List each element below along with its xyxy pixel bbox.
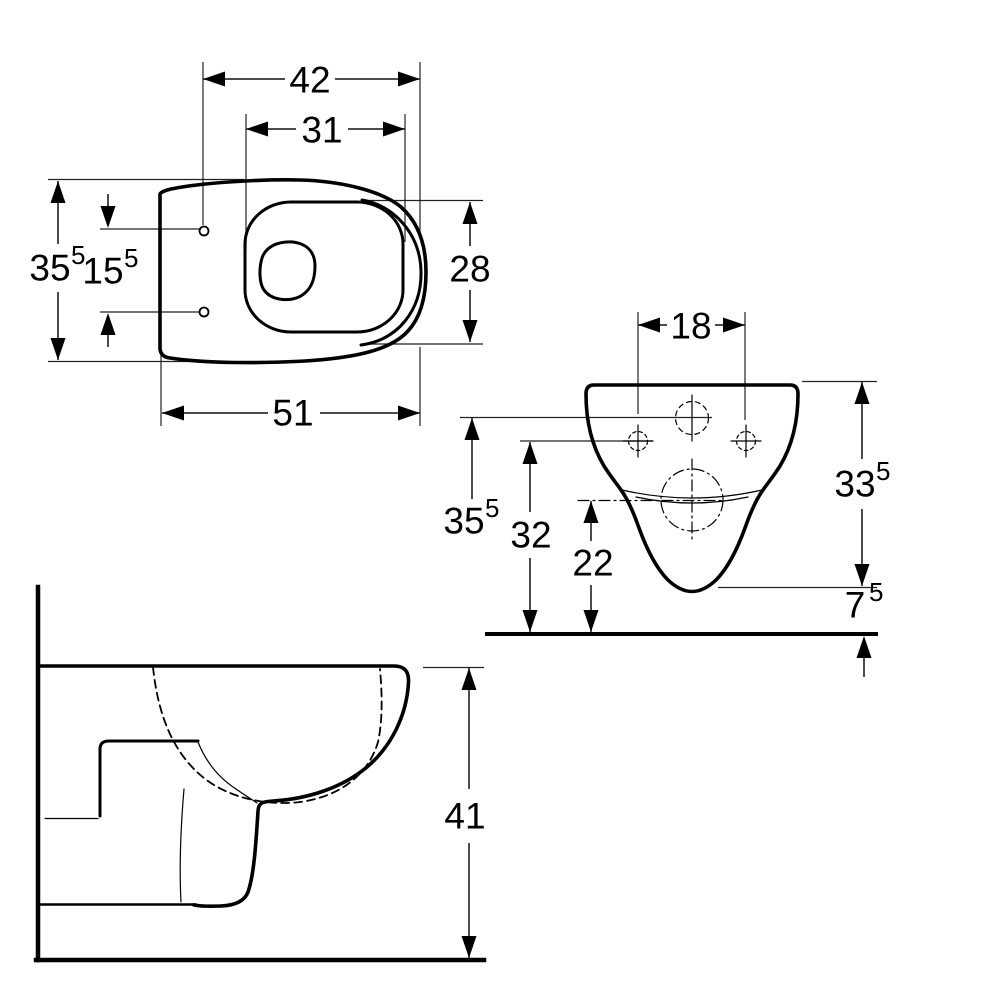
dim-label: 31 bbox=[301, 110, 342, 151]
arrow-up bbox=[856, 636, 872, 658]
dim-label-sup: 5 bbox=[124, 243, 138, 273]
dim-label: 33 bbox=[834, 464, 875, 505]
arrow-up bbox=[462, 202, 478, 224]
arrow-up bbox=[100, 313, 116, 335]
dim-label: 51 bbox=[272, 393, 313, 434]
fixing-hole-right bbox=[730, 424, 762, 458]
toilet-rear-outline bbox=[584, 383, 800, 594]
arrow-down bbox=[854, 564, 870, 586]
dim-label: 41 bbox=[444, 796, 485, 837]
arrow-up bbox=[583, 501, 599, 523]
arrow-left bbox=[246, 121, 268, 137]
arrow-right bbox=[398, 71, 420, 87]
rim-edge-line bbox=[621, 489, 763, 499]
arrow-right bbox=[398, 405, 420, 421]
arrow-left bbox=[203, 71, 225, 87]
dim-label-sup: 5 bbox=[869, 577, 883, 607]
dim-label: 35 bbox=[443, 501, 484, 542]
dim-flush-inlet-height: 35 5 bbox=[443, 418, 499, 542]
dim-bowl-width: 31 bbox=[246, 110, 405, 151]
dim-bowl-length: 28 bbox=[449, 202, 491, 342]
arrow-down bbox=[50, 338, 66, 360]
flush-inlet-hole bbox=[674, 394, 710, 442]
arrow-down bbox=[462, 320, 478, 342]
arrow-down bbox=[461, 936, 477, 958]
arrow-up bbox=[50, 181, 66, 203]
dim-hole-spacing: 15 5 bbox=[82, 194, 138, 347]
dim-label: 32 bbox=[510, 515, 551, 556]
top-view: 42 31 35 5 15 5 bbox=[29, 60, 490, 434]
dim-depth-total: 35 5 bbox=[29, 181, 85, 360]
dim-label: 28 bbox=[449, 249, 490, 290]
dim-overall-depth: 51 bbox=[162, 393, 420, 434]
dim-body-height: 33 5 bbox=[834, 382, 890, 586]
drain-hole bbox=[258, 240, 317, 302]
bowl-opening bbox=[243, 200, 405, 334]
arrow-left bbox=[162, 405, 184, 421]
arrow-right bbox=[383, 121, 405, 137]
arrow-left bbox=[638, 317, 660, 333]
seat-hole-lower bbox=[198, 306, 210, 318]
dim-label: 15 bbox=[82, 251, 123, 292]
dim-label-sup: 5 bbox=[876, 456, 890, 486]
trap-line bbox=[179, 788, 185, 903]
toilet-body-outline bbox=[158, 178, 428, 365]
dim-bottom-clearance: 7 5 bbox=[845, 577, 883, 677]
arrow-right bbox=[723, 317, 745, 333]
arrow-down bbox=[100, 206, 116, 228]
dim-overall-width: 42 bbox=[203, 60, 420, 101]
seat-hole-upper bbox=[198, 225, 210, 237]
fixing-hole-left bbox=[622, 424, 654, 458]
arrow-up bbox=[461, 668, 477, 690]
flush-channel bbox=[98, 739, 200, 818]
dim-label-sup: 5 bbox=[71, 240, 85, 270]
dim-label: 42 bbox=[289, 60, 330, 101]
bowl-hidden-contour bbox=[152, 666, 383, 804]
arrow-down bbox=[522, 610, 538, 632]
side-view: 41 bbox=[33, 584, 487, 963]
dim-label-sup: 5 bbox=[485, 493, 499, 523]
dim-label: 18 bbox=[670, 306, 711, 347]
dim-height-floor-to-rim: 41 bbox=[423, 666, 486, 958]
dim-fixing-hole-spacing: 18 bbox=[638, 306, 745, 347]
dim-label: 7 bbox=[845, 585, 866, 626]
arrow-up bbox=[854, 382, 870, 404]
dim-label: 22 bbox=[572, 543, 613, 584]
toilet-side-profile bbox=[38, 664, 411, 908]
rim-inner-edge bbox=[359, 198, 423, 347]
dim-label: 35 bbox=[29, 248, 70, 289]
dim-fixing-hole-height: 32 bbox=[510, 442, 552, 632]
rear-view: 18 35 5 32 22 bbox=[443, 306, 890, 677]
outlet-hole bbox=[577, 458, 726, 543]
dim-outlet-height: 22 bbox=[572, 501, 614, 632]
arrow-down bbox=[583, 610, 599, 632]
arrow-up bbox=[522, 442, 538, 464]
arrow-up bbox=[464, 418, 480, 440]
